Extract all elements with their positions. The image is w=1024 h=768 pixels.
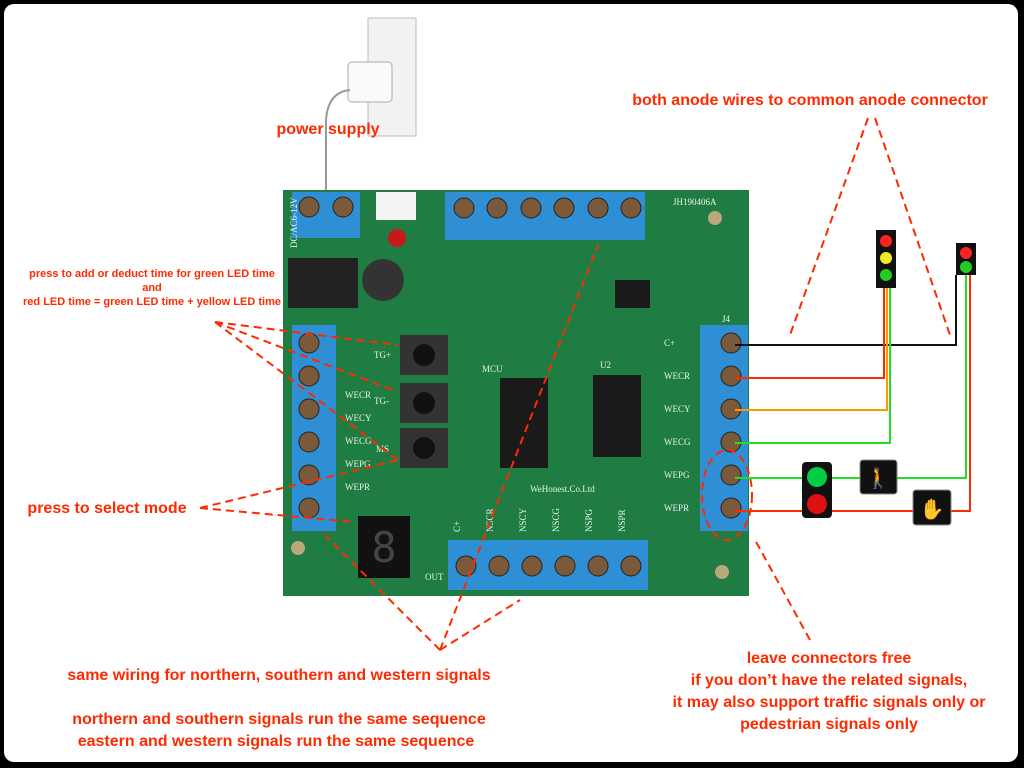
terminal-screw [298, 365, 320, 387]
anode-label: both anode wires to common anode connect… [632, 92, 988, 109]
left-pin-label: WECG [345, 436, 372, 446]
left-pin-label: WECY [345, 413, 372, 423]
power-label: DC/AC6-12V [289, 197, 299, 248]
bottom-pin-label: NSPG [584, 508, 594, 532]
right-pin-label: WECY [664, 404, 691, 414]
left-pin-label: WECR [345, 390, 371, 400]
terminal-screw [554, 555, 576, 577]
bottom-pin-label: NSCY [518, 507, 528, 532]
terminal-screw [298, 398, 320, 420]
free-line-1: leave connectors free [746, 650, 912, 667]
select-mode-label: press to select mode [27, 500, 187, 517]
svg-text:🚶: 🚶 [866, 466, 891, 490]
seven-segment-display: 8 [371, 523, 396, 572]
ew-sequence-label: eastern and western signals run the same… [77, 733, 475, 750]
time-adjust-label: press to add or deduct time for green LE… [23, 267, 281, 309]
button-tg-minus-label: TG- [374, 396, 389, 406]
terminal-screw [486, 197, 508, 219]
terminal-screw [553, 197, 575, 219]
right-pin-label: WECG [664, 437, 691, 447]
bottom-pin-label: C+ [452, 521, 462, 532]
terminal-screw [720, 332, 742, 354]
terminal-screw [620, 555, 642, 577]
free-line-2: if you don’t have the related signals, [690, 672, 968, 689]
bottom-pin-label: NSCG [551, 507, 561, 532]
terminal-screw [720, 464, 742, 486]
wires [735, 275, 971, 512]
terminal-screw [720, 365, 742, 387]
terminal-screw [587, 555, 609, 577]
mcu-label: MCU [482, 364, 503, 374]
bottom-pin-label: NSPR [617, 509, 627, 532]
ns-sequence-label: northern and southern signals run the sa… [72, 711, 486, 728]
svg-text:✋: ✋ [920, 497, 945, 521]
pedestrian-light-icon [802, 462, 832, 518]
leave-free-label: leave connectors free if you don’t have … [673, 648, 986, 736]
traffic-light-icon [876, 230, 896, 288]
j4-label: J4 [722, 314, 731, 324]
terminal-screw [298, 332, 320, 354]
terminal-screw [298, 196, 320, 218]
right-pin-label: C+ [664, 338, 675, 348]
terminal-screw [620, 197, 642, 219]
power-supply-label: power supply [276, 121, 380, 138]
terminal-screw [298, 431, 320, 453]
terminal-screw [520, 197, 542, 219]
terminal-screw [453, 197, 475, 219]
walk-sign-icon: 🚶 [859, 459, 898, 495]
left-pin-label: WEPG [345, 459, 371, 469]
terminal-screw [332, 196, 354, 218]
time-line-1: press to add or deduct time for green LE… [29, 268, 275, 280]
free-line-3: it may also support traffic signals only… [672, 694, 986, 711]
terminal-screw [521, 555, 543, 577]
power-adapter [325, 17, 417, 205]
right-pin-label: WEPG [664, 470, 690, 480]
terminal-screw [298, 464, 320, 486]
u2-label: U2 [600, 360, 611, 370]
board-maker: WeHonest.Co.Ltd [530, 484, 595, 494]
terminal-screw [298, 497, 320, 519]
same-wiring-label: same wiring for northern, southern and w… [67, 667, 491, 684]
terminal-screw [488, 555, 510, 577]
button-tg-plus-label: TG+ [374, 350, 391, 360]
terminal-screw [455, 555, 477, 577]
bottom-pin-label: NSCR [485, 508, 495, 532]
stop-hand-sign-icon: ✋ [912, 489, 952, 526]
free-line-4: pedestrian signals only [740, 716, 918, 733]
annotation-arrows [199, 117, 951, 651]
pcb-board: 8 JH190406A WeHonest.Co.Ltd MCU U2 J4 OU… [283, 190, 749, 596]
right-pin-label: WECR [664, 371, 690, 381]
time-line-3: red LED time = green LED time + yellow L… [23, 296, 281, 308]
out-label: OUT [425, 572, 444, 582]
left-pin-label: WEPR [345, 482, 370, 492]
terminal-screw [720, 497, 742, 519]
board-model: JH190406A [673, 197, 717, 207]
terminal-screw [587, 197, 609, 219]
traffic-light-icon [956, 243, 976, 275]
right-pin-label: WEPR [664, 503, 689, 513]
time-line-2: and [142, 282, 162, 294]
